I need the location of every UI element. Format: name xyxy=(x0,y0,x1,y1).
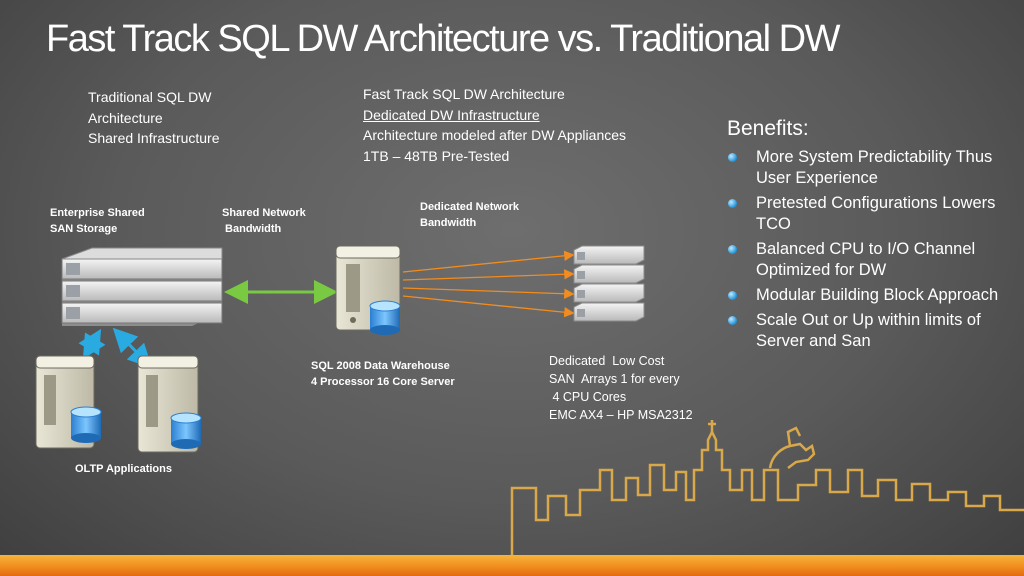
benefits-heading: Benefits: xyxy=(727,117,809,140)
oltp-link-arrow xyxy=(78,328,106,360)
benefit-item: Pretested Configurations Lowers TCO xyxy=(727,193,1017,235)
oltp-server-icon xyxy=(35,355,102,449)
san-storage-label: Enterprise Shared SAN Storage xyxy=(50,207,145,235)
dw-server-icon xyxy=(335,245,401,335)
sql-server-label: SQL 2008 Data Warehouse 4 Processor 16 C… xyxy=(311,360,455,388)
oltp-server-icon xyxy=(137,355,202,453)
bullet-icon xyxy=(728,245,737,254)
fast-track-description: Fast Track SQL DW Architecture Dedicated… xyxy=(363,84,626,166)
dedicated-network-arrows xyxy=(402,250,575,318)
benefit-item: Balanced CPU to I/O Channel Optimized fo… xyxy=(727,239,1017,281)
san-arrays-label: Dedicated Low Cost SAN Arrays 1 for ever… xyxy=(549,354,693,422)
fast-track-line-2: Dedicated DW Infrastructure xyxy=(363,106,540,123)
shared-network-label: Shared Network Bandwidth xyxy=(222,207,306,235)
bullet-icon xyxy=(728,291,737,300)
skyline-graphic xyxy=(510,420,1024,555)
footer-accent-bar xyxy=(0,555,1024,576)
fast-track-line-1: Fast Track SQL DW Architecture xyxy=(363,86,565,102)
fast-track-line-4: 1TB – 48TB Pre-Tested xyxy=(363,147,510,164)
benefits-list: More System Predictability Thus User Exp… xyxy=(727,147,1017,352)
benefit-item: Modular Building Block Approach xyxy=(727,285,1017,306)
slide-title: Fast Track SQL DW Architecture vs. Tradi… xyxy=(46,18,841,60)
traditional-line-2: Architecture xyxy=(88,109,163,126)
traditional-description: Traditional SQL DW Architecture Shared I… xyxy=(88,87,220,149)
benefit-item: Scale Out or Up within limits of Server … xyxy=(727,310,1017,352)
san-storage-icon xyxy=(61,247,223,326)
traditional-line-1: Traditional SQL DW xyxy=(88,89,212,105)
san-array-icon xyxy=(573,245,645,322)
benefit-item: More System Predictability Thus User Exp… xyxy=(727,147,1017,189)
bullet-icon xyxy=(728,316,737,325)
oltp-label: OLTP Applications xyxy=(75,463,172,475)
fast-track-line-3: Architecture modeled after DW Appliances xyxy=(363,127,627,143)
bullet-icon xyxy=(728,199,737,208)
bullet-icon xyxy=(728,153,737,162)
benefits-panel: Benefits: More System Predictability Thu… xyxy=(727,117,1017,356)
dedicated-network-label: Dedicated Network Bandwidth xyxy=(420,201,520,229)
traditional-line-3: Shared Infrastructure xyxy=(88,130,220,146)
